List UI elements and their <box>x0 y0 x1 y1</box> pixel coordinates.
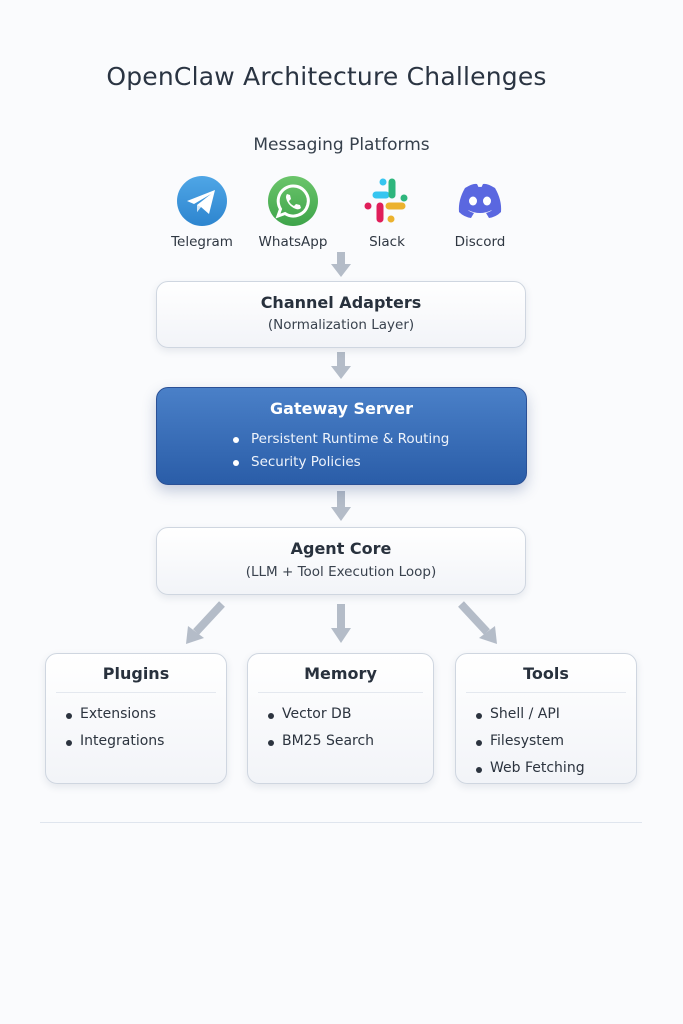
agent-core-subtitle: (LLM + Tool Execution Loop) <box>245 564 437 580</box>
slack-icon <box>364 178 408 223</box>
card-item: Filesystem <box>476 728 636 755</box>
platform-discord: Discord <box>440 174 520 250</box>
gateway-features: Persistent Runtime & Routing Security Po… <box>157 428 526 474</box>
whatsapp-icon <box>268 176 318 226</box>
arrow-adapters-to-gateway <box>331 352 351 379</box>
arrow-core-to-tools <box>458 601 497 644</box>
channel-adapters-title: Channel Adapters <box>260 293 422 312</box>
platform-label: Telegram <box>171 234 233 250</box>
memory-card: Memory Vector DB BM25 Search <box>247 653 434 784</box>
arrow-core-to-plugins <box>186 601 225 644</box>
card-divider <box>56 692 216 693</box>
platform-telegram: Telegram <box>162 174 242 250</box>
gateway-feature: Security Policies <box>233 451 526 474</box>
channel-adapters-box: Channel Adapters (Normalization Layer) <box>156 281 526 348</box>
diagram-title: OpenClaw Architecture Challenges <box>106 62 547 91</box>
arrow-gateway-to-core <box>331 491 351 521</box>
plugins-card: Plugins Extensions Integrations <box>45 653 227 784</box>
footer-divider <box>40 822 642 823</box>
platform-label: Discord <box>454 234 506 250</box>
card-title: Plugins <box>102 664 170 683</box>
tools-card: Tools Shell / API Filesystem Web Fetchin… <box>455 653 637 784</box>
card-divider <box>466 692 626 693</box>
platform-whatsapp: WhatsApp <box>253 174 333 250</box>
gateway-feature: Persistent Runtime & Routing <box>233 428 526 451</box>
card-divider <box>258 692 423 693</box>
card-item: Extensions <box>66 701 226 728</box>
arrow-core-to-memory <box>331 604 351 643</box>
telegram-icon <box>177 176 227 226</box>
card-item: BM25 Search <box>268 728 433 755</box>
gateway-title: Gateway Server <box>270 399 413 418</box>
card-item: Vector DB <box>268 701 433 728</box>
card-item: Shell / API <box>476 701 636 728</box>
arrow-platforms-to-adapters <box>331 252 351 277</box>
card-item: Integrations <box>66 728 226 755</box>
platform-slack: Slack <box>347 174 427 250</box>
card-title: Memory <box>304 664 377 683</box>
agent-core-box: Agent Core (LLM + Tool Execution Loop) <box>156 527 526 595</box>
platform-label: Slack <box>369 234 405 250</box>
channel-adapters-subtitle: (Normalization Layer) <box>267 317 415 333</box>
gateway-server-box: Gateway Server Persistent Runtime & Rout… <box>156 387 527 485</box>
section-title: Messaging Platforms <box>253 135 430 155</box>
card-title: Tools <box>523 664 569 683</box>
discord-icon <box>458 183 502 218</box>
agent-core-title: Agent Core <box>290 539 392 558</box>
card-item: Web Fetching <box>476 755 636 782</box>
platform-label: WhatsApp <box>258 234 328 250</box>
